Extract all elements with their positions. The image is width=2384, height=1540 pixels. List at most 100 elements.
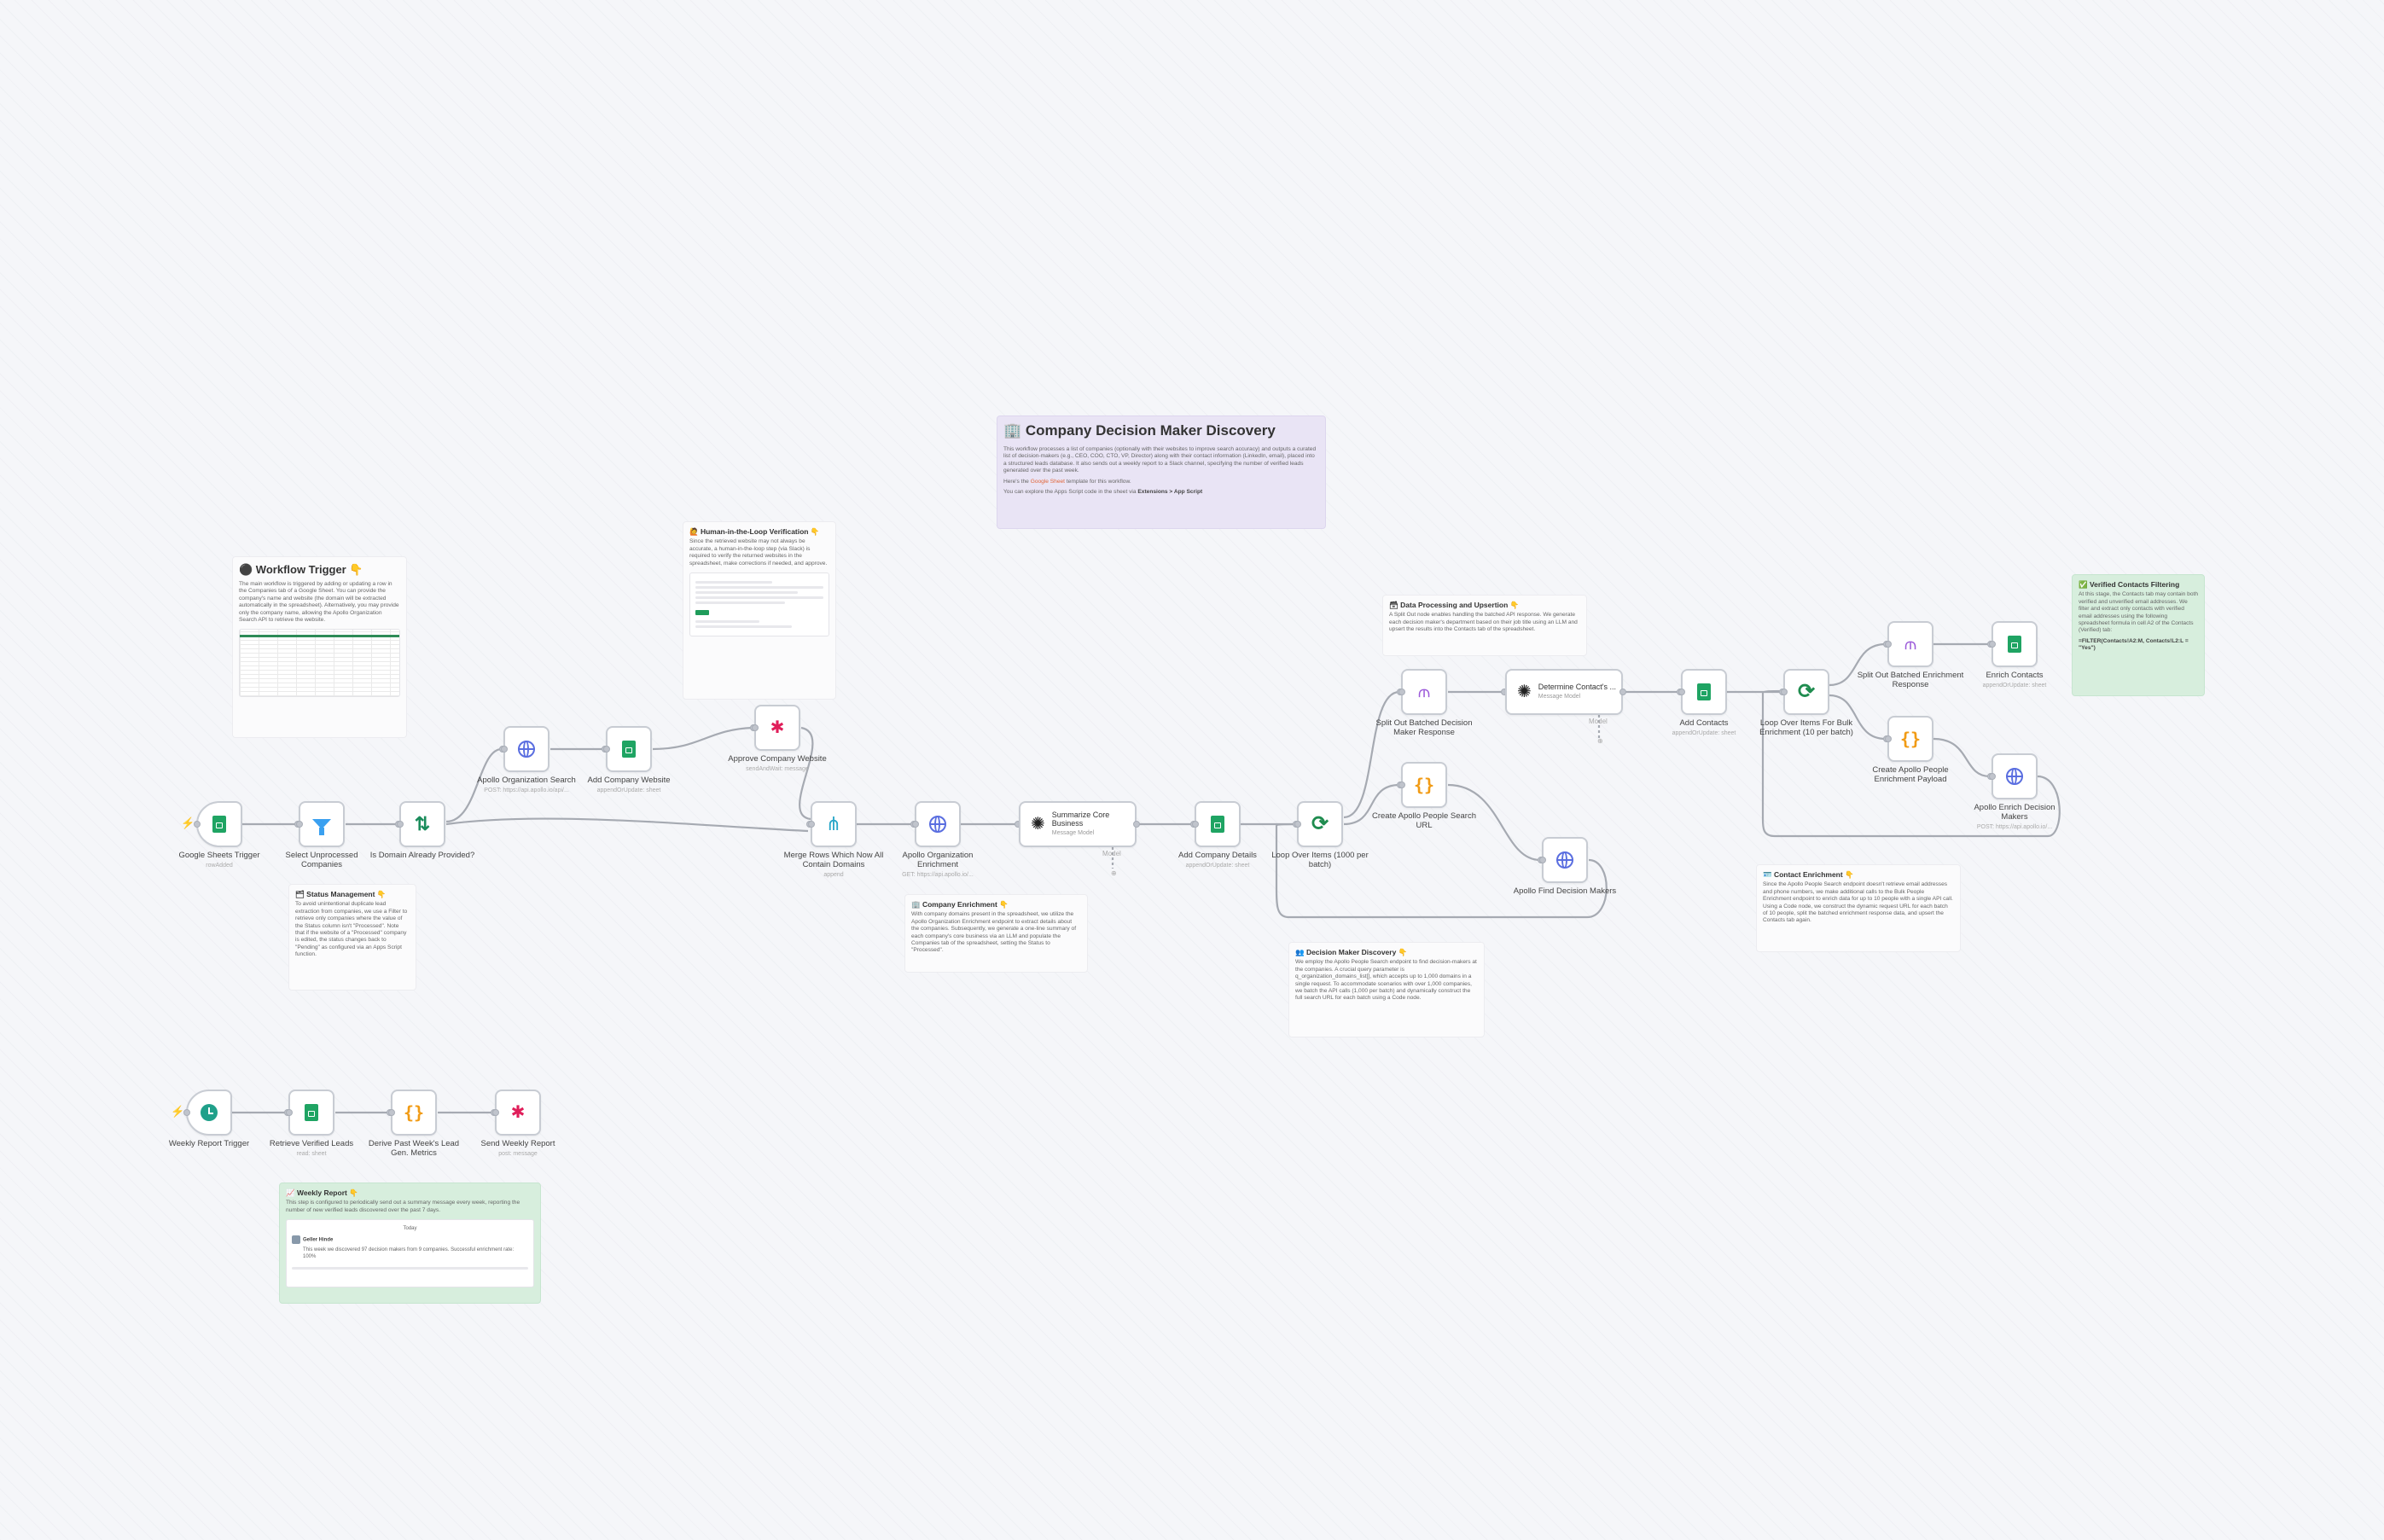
node-label: Loop Over Items (1000 per batch) [1271,851,1369,869]
sticky-data-processing[interactable]: 🗃 Data Processing and Upsertion 👇 A Spli… [1382,595,1587,656]
sticky-verified-contacts[interactable]: ✅ Verified Contacts Filtering At this st… [2072,574,2205,696]
trigger-bolt-icon: ⚡ [171,1105,185,1118]
output-port[interactable] [1619,689,1626,695]
spreadsheet-screenshot [239,629,400,698]
sticky-workflow-trigger[interactable]: ⚫ Workflow Trigger 👇 The main workflow i… [232,556,407,738]
output-port[interactable] [388,1109,395,1116]
add-model-icon[interactable]: ⊕ [1111,869,1117,877]
sticky-body: With company domains present in the spre… [911,911,1077,954]
output-port[interactable] [1781,689,1788,695]
sticky-title: 👥 Decision Maker Discovery 👇 [1295,948,1408,956]
sticky-title: 🗃 Data Processing and Upsertion 👇 [1389,601,1520,609]
output-port[interactable] [1398,782,1405,788]
output-port[interactable] [808,821,815,828]
output-port[interactable] [296,821,303,828]
output-port[interactable] [752,724,759,731]
output-port[interactable] [603,746,610,753]
google-sheets-icon [305,1104,318,1121]
edge [652,726,753,751]
sticky-human-in-the-loop[interactable]: 🙋 Human-in-the-Loop Verification 👇 Since… [683,521,836,700]
sticky-body: At this stage, the Contacts tab may cont… [2079,591,2199,634]
add-model-icon[interactable]: ⊕ [1597,737,1603,745]
google-sheet-link[interactable]: Google Sheet [1030,478,1066,485]
openai-icon: ✺ [1031,815,1045,834]
output-port[interactable] [1989,641,1996,648]
google-sheets-icon [2008,636,2021,653]
slack-approval-screenshot [689,572,829,637]
sticky-main-description[interactable]: 🏢 Company Decision Maker Discovery This … [997,416,1326,529]
sticky-script-line: You can explore the Apps Script code in … [1003,489,1203,496]
sticky-title: 🗂 Status Management 👇 [295,890,387,898]
http-request-globe-icon [1556,851,1573,869]
node-label: Select Unprocessed Companies [285,851,358,869]
sticky-body: The main workflow is triggered by adding… [239,581,399,624]
sticky-body: A Split Out node enables handling the ba… [1389,612,1578,633]
node-label: Split Out Batched Decision Maker Respons… [1375,718,1473,737]
output-port[interactable] [501,746,508,753]
sticky-company-enrichment[interactable]: 🏢 Company Enrichment 👇 With company doma… [904,894,1088,973]
code-braces-icon: {} [403,1102,425,1123]
output-port[interactable] [1192,821,1199,828]
openai-icon: ✺ [1517,683,1532,701]
output-port[interactable] [194,821,201,828]
sticky-weekly-report[interactable]: 📈 Weekly Report 👇 This step is configure… [279,1183,541,1304]
output-port[interactable] [1885,735,1892,742]
node-label: Is Domain Already Provided? [369,851,475,860]
sticky-template-line: Here's the Google Sheet template for thi… [1003,478,1131,485]
sticky-title: ⚫ Workflow Trigger 👇 [239,563,363,576]
slack-icon: ✱ [770,718,785,737]
sticky-title: 🏢 Company Decision Maker Discovery [1003,422,1276,439]
node-label: Apollo Find Decision Makers [1513,886,1617,896]
split-out-icon: ⫙ [1904,635,1916,654]
http-request-globe-icon [518,741,535,758]
loop-icon: ⟳ [1797,680,1816,703]
sticky-status-management[interactable]: 🗂 Status Management 👇 To avoid unintenti… [288,884,416,991]
loop-icon: ⟳ [1311,812,1329,835]
edge [445,817,809,833]
output-port[interactable] [1989,773,1996,780]
output-port[interactable] [286,1109,293,1116]
node-label: Determine Contact's ...Message Model [1538,683,1617,700]
output-port[interactable] [1294,821,1301,828]
output-port[interactable] [492,1109,499,1116]
http-request-globe-icon [929,816,946,833]
google-sheets-icon [212,816,226,833]
output-port[interactable] [1885,641,1892,648]
output-port[interactable] [1539,857,1546,863]
model-port-label: Model [1102,850,1121,857]
output-port[interactable] [1398,689,1405,695]
output-port[interactable] [183,1109,190,1116]
output-port[interactable] [1133,821,1140,828]
google-sheets-icon [622,741,636,758]
avatar [292,1235,300,1244]
code-braces-icon: {} [1899,729,1922,749]
sticky-body: Since the Apollo People Search endpoint … [1763,881,1953,924]
sticky-title: 🪪 Contact Enrichment 👇 [1763,870,1854,879]
node-label: Create Apollo People Search URL [1372,811,1476,830]
output-port[interactable] [397,821,404,828]
split-out-icon: ⫙ [1418,683,1430,701]
output-port[interactable] [912,821,919,828]
sticky-contact-enrichment[interactable]: 🪪 Contact Enrichment 👇 Since the Apollo … [1756,864,1961,952]
google-sheets-icon [1211,816,1224,833]
sticky-body: Since the retrieved website may not alwa… [689,538,828,567]
google-sheets-icon [1697,683,1711,700]
output-port[interactable] [1678,689,1685,695]
sticky-title: ✅ Verified Contacts Filtering [2079,580,2180,589]
model-port-label: Model [1589,718,1608,725]
sticky-title: 📈 Weekly Report 👇 [286,1188,358,1197]
sticky-decision-maker-discovery[interactable]: 👥 Decision Maker Discovery 👇 We employ t… [1288,942,1485,1037]
node-label: Merge Rows Which Now All Contain Domains… [783,851,884,878]
chat-day-label: Today [403,1226,417,1232]
